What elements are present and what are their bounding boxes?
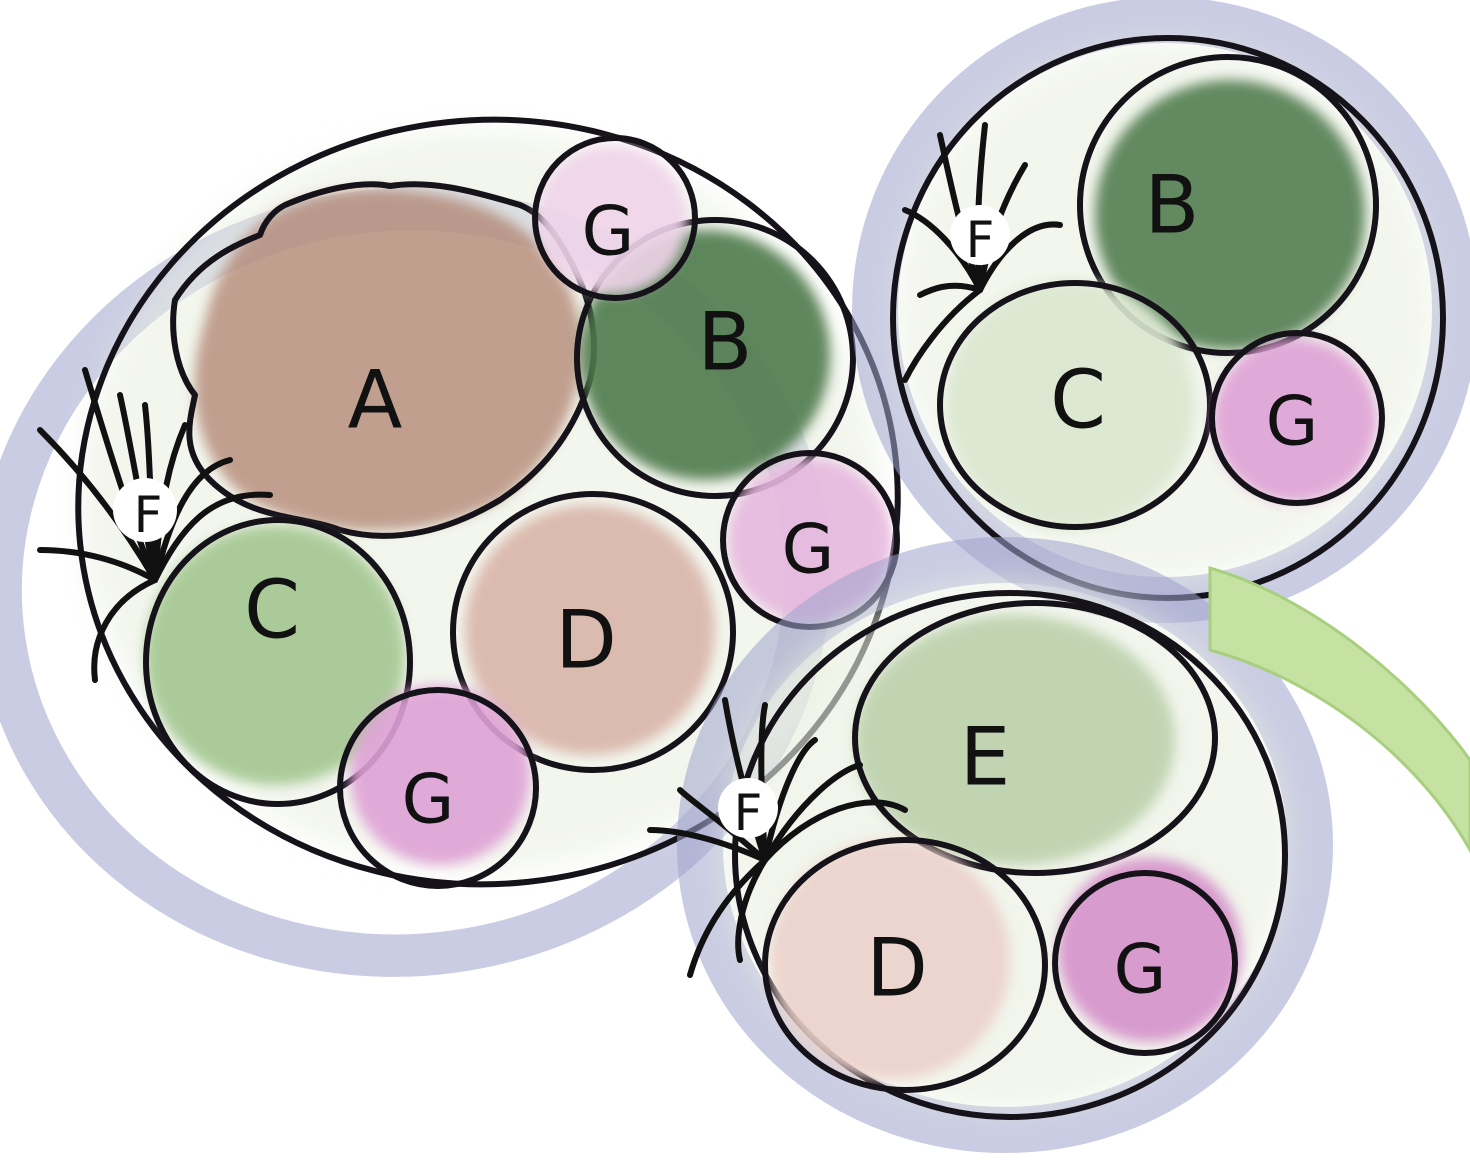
label-f-left: F [134,486,163,544]
label-e: E [960,711,1011,804]
label-d-b: D [866,922,928,1015]
plant-f-b-marker [718,778,778,838]
plant-g-tr-outline [1209,330,1385,506]
plant-g-b-outline [1052,870,1238,1056]
labels: A B C D F G G G B C F G E D F G [134,159,1319,1015]
plant-a-outline [170,181,598,539]
plant-g-bottom-outline [337,687,539,889]
group-top-right [852,0,1470,623]
label-a: A [348,354,403,447]
plant-f-left-marker [113,478,177,542]
plant-c-outline [143,517,413,807]
plant-f-grass-top-right [902,122,1063,383]
group-bottom [647,537,1333,1153]
plant-g-top-fill [537,145,687,295]
plant-e-outline [852,600,1218,876]
plant-d-fill [465,505,715,755]
group-bottom-halo [677,537,1333,1153]
plant-g-tr-fill [1213,338,1377,502]
plant-a-fill [194,189,582,531]
label-g-tr: G [1266,383,1319,462]
label-f-b: F [734,784,763,842]
plant-c-tr-fill [945,280,1195,530]
label-d-left: D [555,594,617,687]
plant-b-tr-outline [1077,54,1379,356]
plant-f-tr-marker [950,205,1010,265]
label-b-left: B [698,296,753,389]
plant-d-b-fill [770,840,1010,1080]
label-c-tr: C [1050,354,1106,447]
label-g-right: G [782,511,835,590]
label-b-tr: B [1145,159,1200,252]
plant-g-b-fill [1058,858,1242,1042]
label-g-top: G [582,193,635,272]
plant-g-top-outline [532,135,698,301]
label-g-bottom: G [402,761,455,840]
group-bottom-outline [732,590,1288,1120]
label-g-b: G [1114,931,1167,1010]
plant-g-bottom-fill [350,685,530,865]
group-left [0,116,901,977]
plant-d-b-outline [762,837,1048,1093]
plant-b-tr-fill [1095,80,1365,350]
plant-b-outline [574,217,856,499]
plant-d-outline [450,491,736,773]
label-c-left: C [244,564,300,657]
curved-arrow-icon [1208,566,1470,854]
plant-f-grass-left [37,367,273,683]
label-f-tr: F [966,211,995,269]
plant-c-fill [145,525,405,785]
plant-e-fill [855,615,1175,865]
